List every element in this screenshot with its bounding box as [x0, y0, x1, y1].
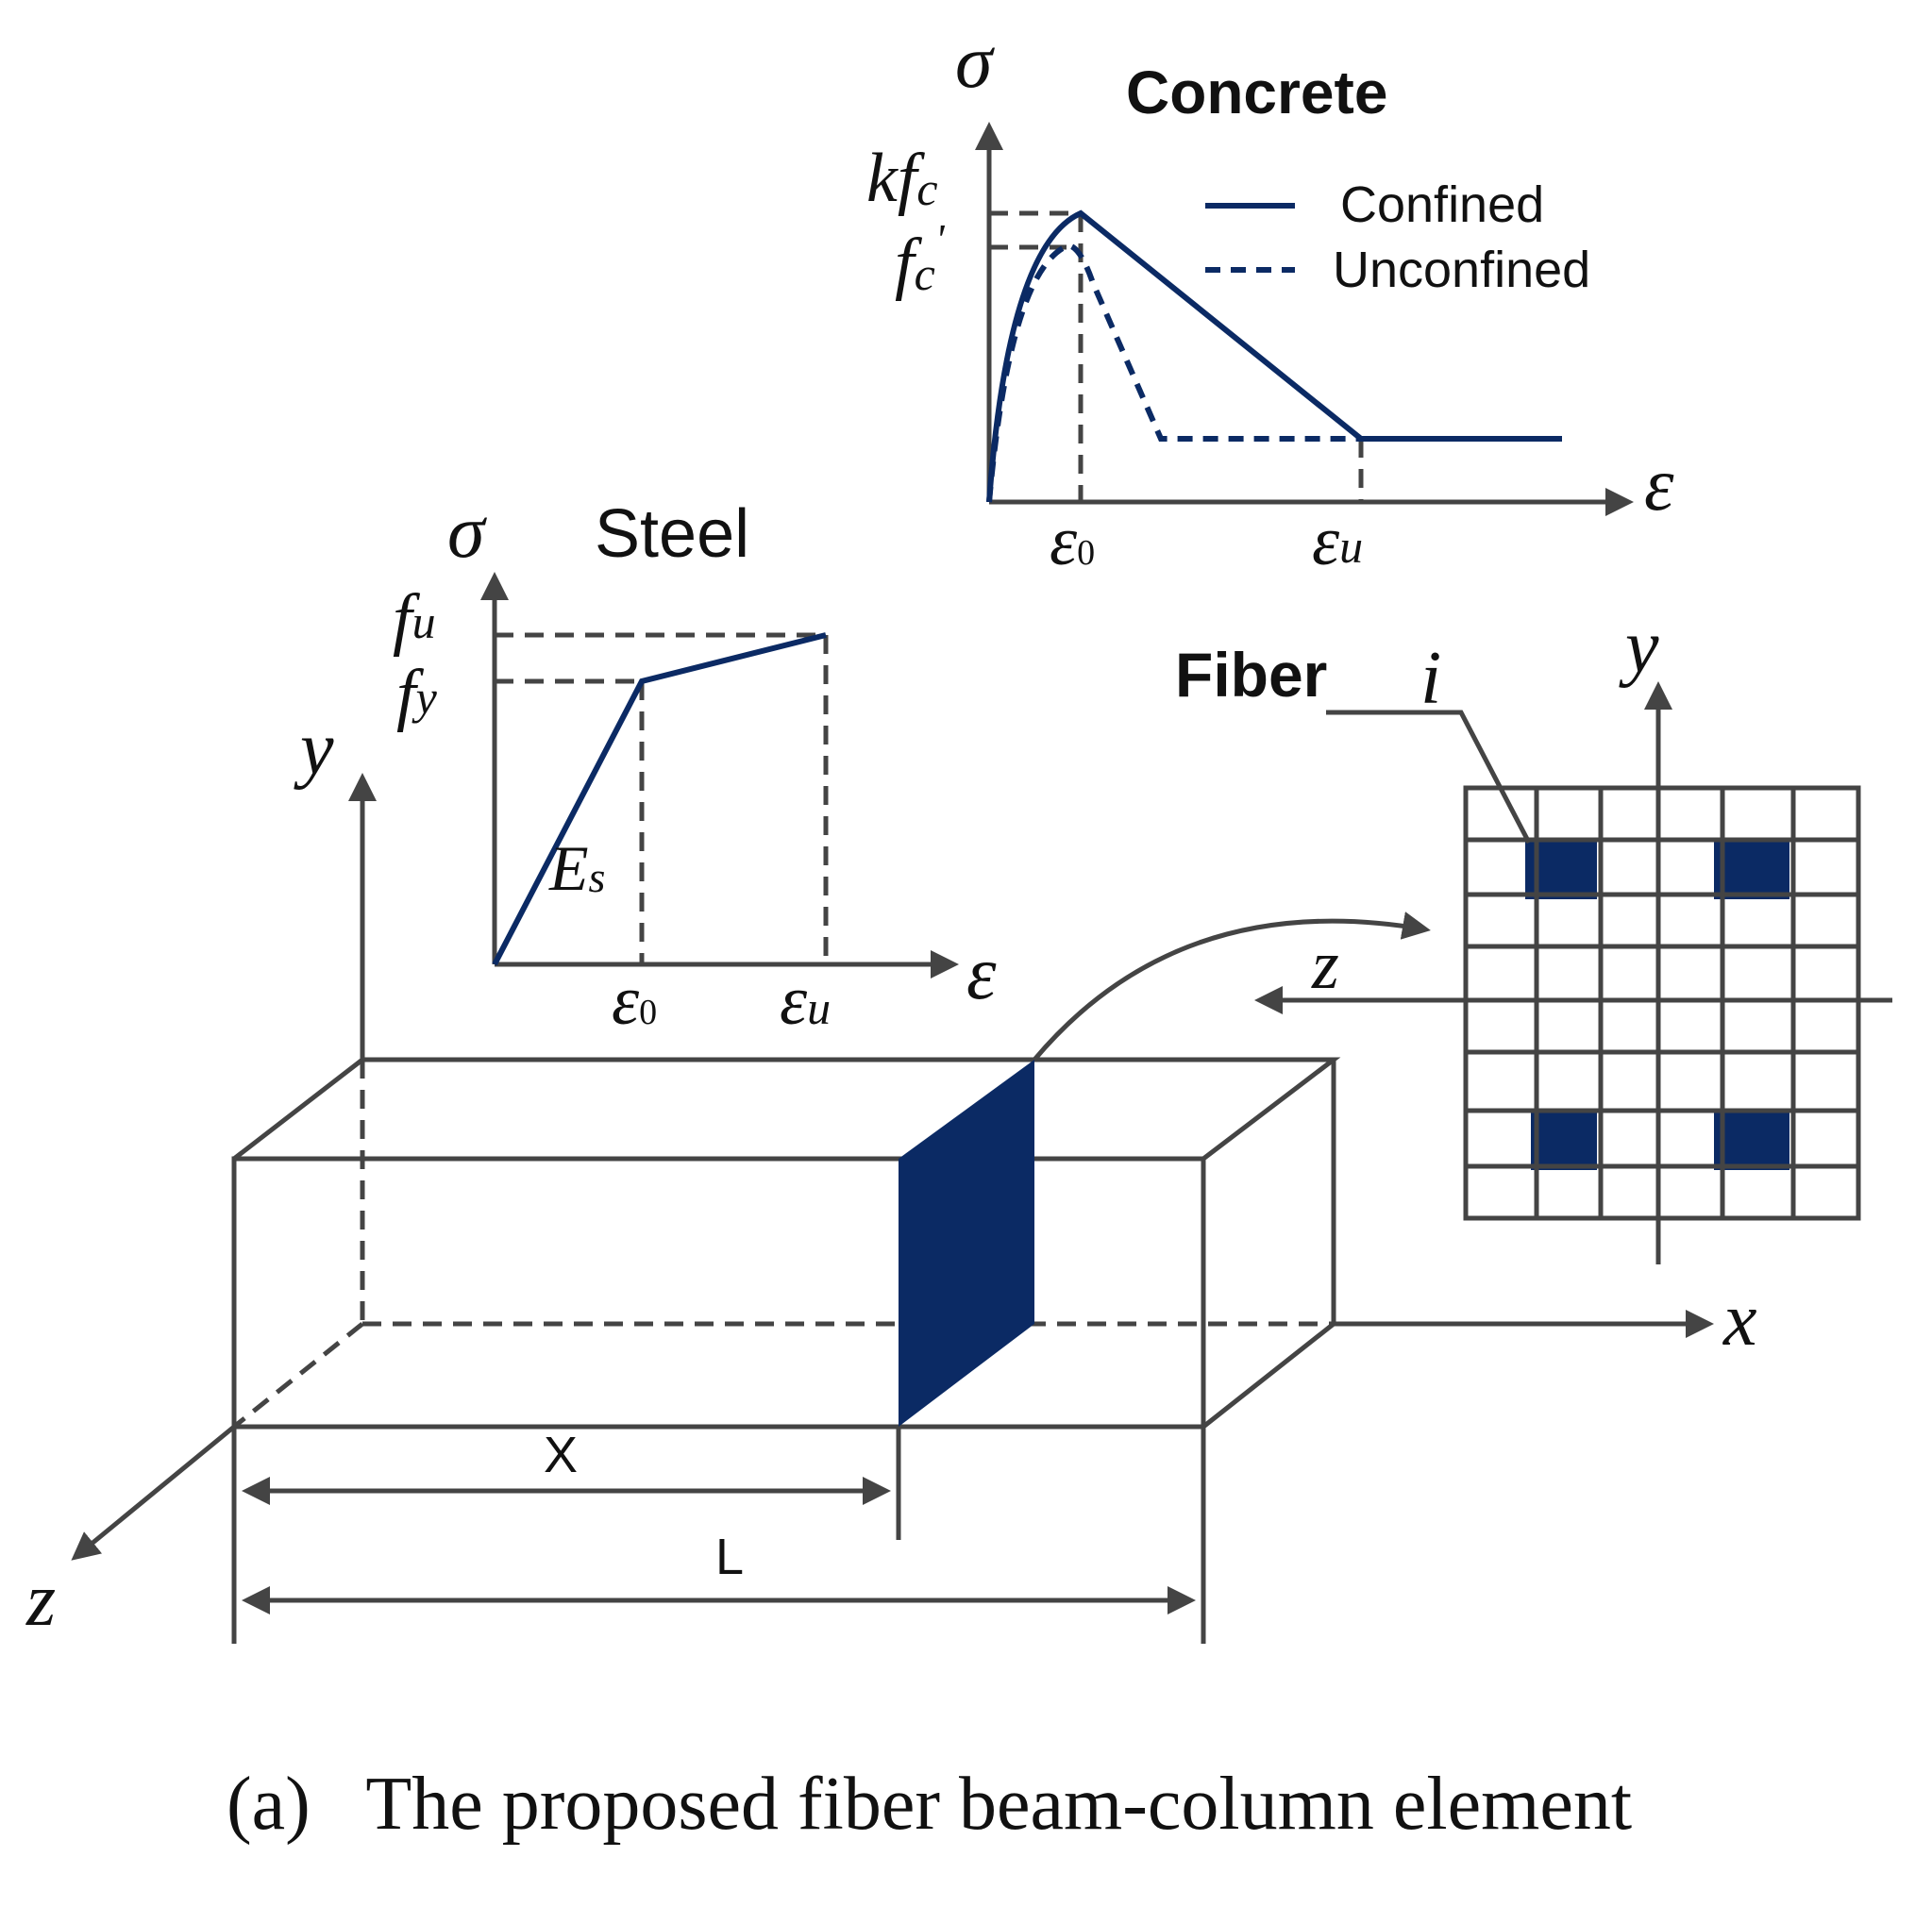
beam-y-label: y: [294, 708, 334, 791]
beam-front-face: [231, 1156, 1206, 1430]
beam-section-slice: [899, 1060, 1034, 1427]
section-z-label: z: [1311, 927, 1339, 1004]
steel-fu-label: fu: [393, 580, 436, 658]
fiber-cross-section: Fiber i y z: [1175, 606, 1892, 1264]
steel-epsu-label: εu: [780, 962, 831, 1040]
steel-y-axis-label: σ: [447, 491, 487, 574]
concrete-y-axis-label: σ: [955, 21, 995, 104]
steel-fy-label: fy: [396, 656, 438, 733]
dim-l-label: L: [715, 1529, 744, 1585]
unconfined-curve: [986, 242, 1361, 503]
steel-curve: [492, 632, 827, 966]
steel-title: Steel: [595, 496, 749, 572]
beam-axes: y x z: [25, 708, 1757, 1642]
legend-confined-label: Confined: [1340, 176, 1544, 233]
section-zoom-arrow: [1033, 912, 1431, 1062]
beam-top-edge: [232, 1057, 1341, 1161]
steel-x-axis-label: ε: [966, 932, 997, 1015]
section-grid-lines: [1466, 788, 1858, 1218]
concrete-chart: σ Concrete kfc fc' ε0 εu ε Confined Unco…: [866, 21, 1674, 580]
concrete-eps0-label: ε0: [1050, 503, 1095, 580]
section-outline: [1463, 785, 1861, 1221]
legend-unconfined-label: Unconfined: [1333, 242, 1590, 298]
concrete-title: Concrete: [1126, 59, 1387, 126]
concrete-x-axis-label: ε: [1644, 443, 1674, 527]
beam-z-axis: [71, 1425, 236, 1561]
fiber-leader-line: [1326, 710, 1532, 845]
beam-box: [231, 1057, 1341, 1430]
concrete-kfc-label: kfc: [866, 140, 938, 217]
fiber-rebar-bottom-left: [1531, 1111, 1597, 1170]
concrete-fc-label: fc': [895, 215, 946, 302]
confined-curve: [986, 209, 1562, 503]
beam-hidden-depth: [232, 1322, 364, 1429]
fiber-index-label: i: [1420, 637, 1441, 720]
section-y-label: y: [1619, 606, 1659, 689]
fiber-rebar-bottom-right: [1714, 1111, 1789, 1170]
beam-z-label: z: [25, 1559, 56, 1642]
fiber-rebar-top-right: [1714, 840, 1789, 899]
beam-x-label: x: [1722, 1279, 1757, 1362]
concrete-epsu-label: εu: [1312, 503, 1363, 580]
beam-right-edge: [1201, 1060, 1336, 1429]
beam-dimensions: X L: [231, 1427, 1206, 1644]
dim-x-label: X: [544, 1427, 578, 1483]
steel-eps0-label: ε0: [612, 962, 657, 1040]
steel-chart: σ Steel fu fy Es ε0 εu ε: [393, 491, 997, 1040]
fiber-label: Fiber: [1175, 640, 1327, 710]
figure-caption: (a) The proposed fiber beam-column eleme…: [227, 1763, 1632, 1846]
steel-es-label: Es: [548, 832, 605, 904]
concrete-legend: Confined Unconfined: [1205, 176, 1590, 298]
